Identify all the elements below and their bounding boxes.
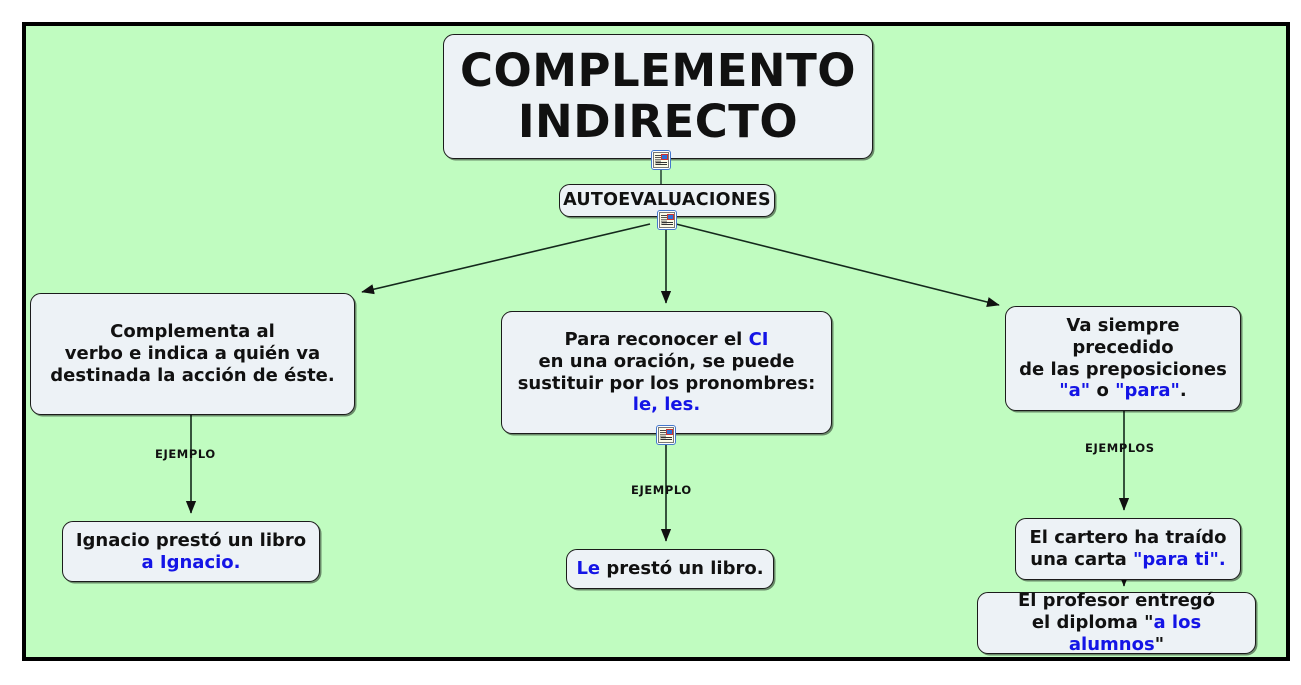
node-ejemplo-derecha-1[interactable]: El cartero ha traído una carta "para ti"… <box>1015 518 1241 580</box>
node-definition-line1: Complementa al <box>110 321 275 343</box>
note-sheet <box>659 212 675 228</box>
node-ejemplo-derecha-1-line2-a: una carta <box>1030 549 1134 570</box>
node-ejemplo-derecha-1-highlight: para ti <box>1142 549 1210 570</box>
note-footline <box>660 439 672 440</box>
node-preposiciones-a: "a" <box>1059 380 1091 402</box>
node-preposiciones-o: o <box>1090 380 1116 402</box>
node-title-line1: COMPLEMENTO <box>459 44 857 98</box>
node-title-text: COMPLEMENTO INDIRECTO <box>452 44 864 148</box>
note-footline <box>655 164 667 165</box>
node-ejemplo-derecha-2-highlight: a los alumnos <box>1068 612 1202 655</box>
note-attachment-icon[interactable] <box>656 425 676 445</box>
node-ejemplo-izquierda-text: Ignacio prestó un libro a Ignacio. <box>68 530 314 574</box>
node-ejemplo-izquierda-line1: Ignacio prestó un libro <box>75 529 307 551</box>
node-title-line2: INDIRECTO <box>517 94 799 148</box>
node-preposiciones[interactable]: Va siempre precedido de las preposicione… <box>1005 306 1241 411</box>
edge-label-ejemplo-left: EJEMPLO <box>155 447 216 461</box>
note-attachment-icon[interactable] <box>657 210 677 230</box>
node-preposiciones-text: Va siempre precedido de las preposicione… <box>1006 315 1240 403</box>
node-ejemplo-izquierda-line2: a Ignacio. <box>141 551 241 573</box>
node-autoevaluaciones[interactable]: AUTOEVALUACIONES <box>559 184 775 217</box>
edge-label-ejemplos-right: EJEMPLOS <box>1085 441 1155 455</box>
node-title[interactable]: COMPLEMENTO INDIRECTO <box>443 34 873 159</box>
node-ejemplo-centro-le: Le <box>576 558 601 580</box>
node-ejemplo-derecha-2-quote-open: " <box>1144 612 1154 634</box>
node-ejemplo-derecha-2-line2-a: el diploma <box>1031 612 1145 634</box>
node-ejemplo-derecha-2-text: El profesor entregó el diploma "a los al… <box>978 590 1255 656</box>
node-ejemplo-izquierda[interactable]: Ignacio prestó un libro a Ignacio. <box>62 521 320 582</box>
node-preposiciones-line1: Va siempre precedido <box>1066 314 1180 358</box>
node-preposiciones-para: "para" <box>1115 380 1180 402</box>
note-attachment-icon[interactable] <box>651 150 671 170</box>
node-definition-line2: verbo e indica a quién va <box>64 343 321 365</box>
node-reconocer-text: Para reconocer el CI en una oración, se … <box>510 329 824 417</box>
node-ejemplo-derecha-1-line1: El cartero ha traído <box>1029 527 1227 549</box>
node-ejemplo-derecha-2-line1: El profesor entregó <box>1017 590 1216 612</box>
node-ejemplo-derecha-1-quote-close: ". <box>1209 549 1226 570</box>
node-definition[interactable]: Complementa al verbo e indica a quién va… <box>30 293 355 415</box>
node-autoevaluaciones-label: AUTOEVALUACIONES <box>563 189 771 210</box>
node-ejemplo-centro-rest: prestó un libro. <box>600 558 764 580</box>
note-sheet <box>658 427 674 443</box>
node-reconocer-line1-a: Para reconocer el <box>564 328 749 350</box>
node-preposiciones-period: . <box>1179 380 1187 402</box>
node-ejemplo-derecha-2-quote-close: " <box>1154 633 1165 655</box>
node-ejemplo-derecha-2[interactable]: El profesor entregó el diploma "a los al… <box>977 590 1256 656</box>
node-reconocer-line2: en una oración, se puede <box>538 350 795 372</box>
edge-label-ejemplo-mid: EJEMPLO <box>631 483 692 497</box>
node-definition-text: Complementa al verbo e indica a quién va… <box>42 321 342 387</box>
node-preposiciones-line2: de las preposiciones <box>1019 358 1227 380</box>
node-reconocer[interactable]: Para reconocer el CI en una oración, se … <box>501 311 832 434</box>
node-ejemplo-centro-text: Le prestó un libro. <box>568 558 771 580</box>
node-reconocer-line3: sustituir por los pronombres: <box>517 372 816 394</box>
note-footline <box>661 224 673 225</box>
note-sheet <box>653 152 669 168</box>
node-ejemplo-centro[interactable]: Le prestó un libro. <box>566 549 774 589</box>
node-definition-line3: destinada la acción de éste. <box>50 364 335 386</box>
node-ejemplo-derecha-1-text: El cartero ha traído una carta "para ti"… <box>1021 527 1234 571</box>
node-reconocer-ci: CI <box>748 328 769 350</box>
node-reconocer-pronombres: le, les. <box>632 394 701 416</box>
node-ejemplo-derecha-1-quote-open: " <box>1133 549 1143 570</box>
